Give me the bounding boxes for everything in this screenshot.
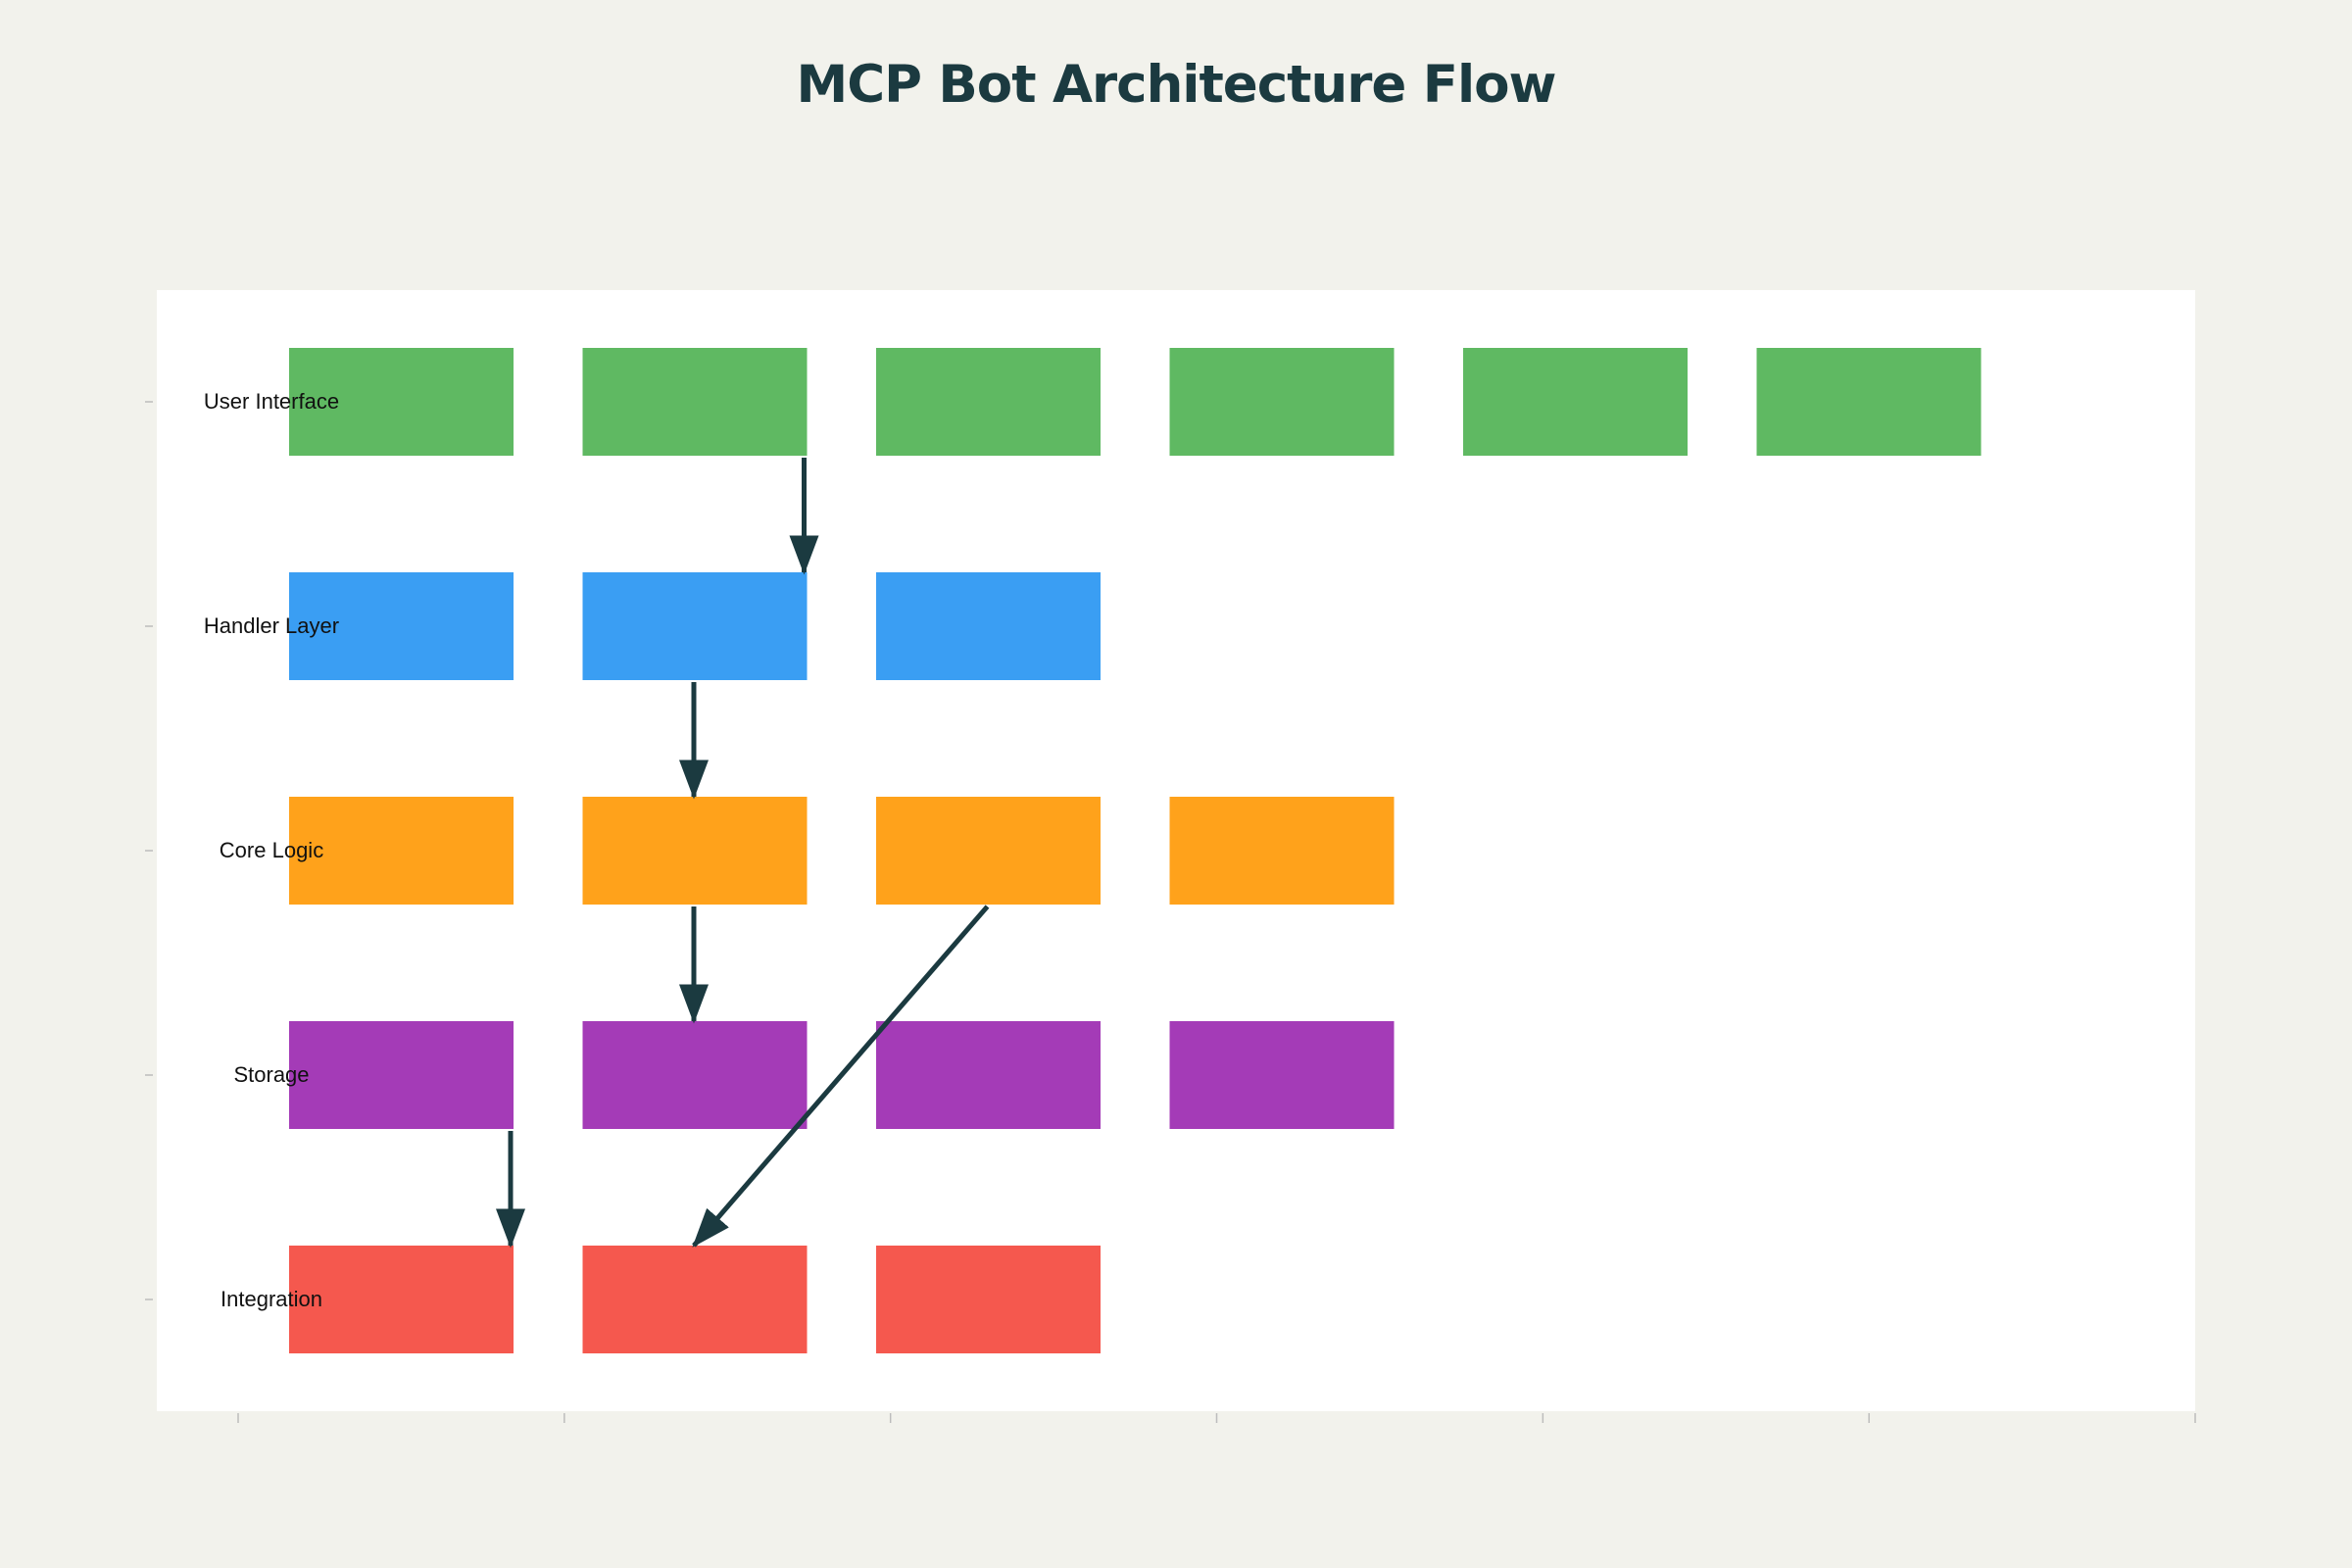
storage-box-1 <box>289 1021 514 1129</box>
layer-label-user-interface: User Interface <box>204 389 339 414</box>
core-logic-box-3 <box>876 797 1101 905</box>
core-logic-box-4 <box>1169 797 1395 905</box>
user-interface-box-4 <box>1169 348 1395 456</box>
handler-layer-box-1 <box>289 572 514 680</box>
component-boxes <box>289 348 1982 1353</box>
x-axis-ticks <box>237 1413 2196 1423</box>
user-interface-box-2 <box>582 348 808 456</box>
storage-box-3 <box>876 1021 1101 1129</box>
integration-box-2 <box>582 1246 808 1353</box>
handler-layer-box-2 <box>582 572 808 680</box>
storage-box-4 <box>1169 1021 1395 1129</box>
core-logic-box-1 <box>289 797 514 905</box>
y-axis-ticks <box>145 401 153 1300</box>
user-interface-box-5 <box>1463 348 1688 456</box>
flow-arrows <box>496 458 990 1249</box>
integration-box-3 <box>876 1246 1101 1353</box>
diagram-title: MCP Bot Architecture Flow <box>796 55 1556 115</box>
handler-layer-box-3 <box>876 572 1101 680</box>
layer-label-core-logic: Core Logic <box>220 838 323 862</box>
user-interface-box-6 <box>1756 348 1982 456</box>
user-interface-box-1 <box>289 348 514 456</box>
integration-box-1 <box>289 1246 514 1353</box>
core-logic-box-2 <box>582 797 808 905</box>
flow-arrow-4 <box>692 905 990 1248</box>
storage-box-2 <box>582 1021 808 1129</box>
layer-label-handler-layer: Handler Layer <box>204 613 339 638</box>
layer-label-integration: Integration <box>220 1287 322 1311</box>
user-interface-box-3 <box>876 348 1101 456</box>
layer-label-storage: Storage <box>233 1062 309 1087</box>
